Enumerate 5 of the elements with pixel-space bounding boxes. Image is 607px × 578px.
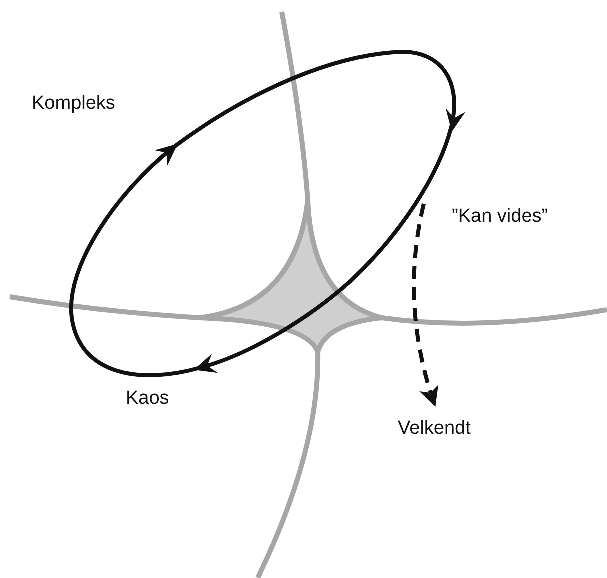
domain-label: ”Kan vides”: [452, 206, 548, 228]
domain-label: Velkendt: [398, 418, 471, 440]
domain-label: Kompleks: [32, 93, 116, 115]
dashed-arrow: [412, 204, 439, 408]
domain-label: Kaos: [126, 388, 170, 410]
